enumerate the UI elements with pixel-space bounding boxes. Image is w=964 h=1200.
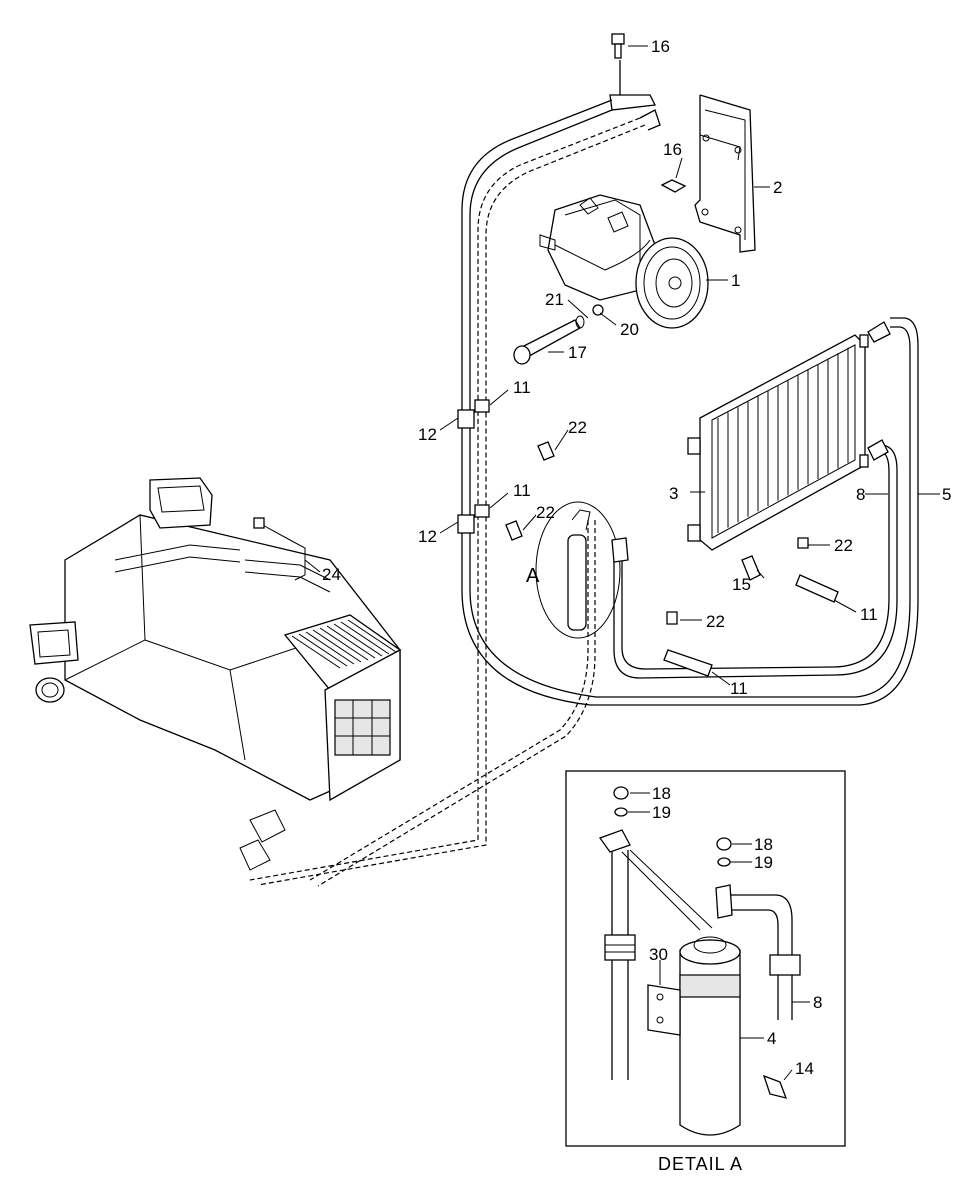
label-12-upper: 12 [418,425,437,444]
label-21: 21 [545,290,564,309]
leader-lines [304,45,940,1081]
label-8-detail: 8 [813,993,822,1012]
detail-a-caption: DETAIL A [658,1154,743,1174]
label-1: 1 [731,271,740,290]
label-11-lower: 11 [730,679,748,698]
label-22-lower: 22 [706,612,725,631]
grille-slat [319,627,369,661]
label-11-right: 11 [860,605,878,624]
label-5: 5 [942,485,951,504]
receiver-drier-main [535,501,629,639]
condenser [687,321,891,551]
hvac-grille [291,619,397,669]
label-17: 17 [568,343,587,362]
label-12-lower: 12 [418,527,437,546]
label-19-left: 19 [652,803,671,822]
grille-slat [340,621,390,655]
label-11-middle: 11 [513,481,531,500]
label-22-middle: 22 [536,503,555,522]
label-3: 3 [669,484,678,503]
grille-slat [305,631,355,665]
clamps [457,399,839,677]
label-22-right: 22 [834,536,853,555]
detail-a-panel [565,770,846,1147]
label-30: 30 [649,945,668,964]
detail-a-marker: A [526,565,540,587]
label-20: 20 [620,320,639,339]
grille-slat [347,619,397,653]
grille-slat [333,623,383,657]
label-18-left: 18 [652,784,671,803]
label-24: 24 [322,565,341,584]
grille-slat [298,633,348,667]
grille-slat [291,635,341,669]
label-11-upper: 11 [513,378,531,397]
compressor-bracket [694,94,756,253]
label-15: 15 [732,575,751,594]
label-8: 8 [856,485,865,504]
grille-slat [326,625,376,659]
refrigerant-lines [249,60,919,887]
label-16-bracket: 16 [663,140,682,159]
bolts [505,33,809,625]
label-16-top: 16 [651,37,670,56]
label-2: 2 [773,178,782,197]
label-4: 4 [767,1029,776,1048]
label-22-upper: 22 [568,418,587,437]
grille-slat [312,629,362,663]
compressor [539,194,709,329]
label-18-right: 18 [754,835,773,854]
part-labels: 16 16 2 1 21 20 17 11 12 22 11 12 22 3 8… [322,37,951,1174]
condenser-fins [717,347,849,533]
label-19-right: 19 [754,853,773,872]
hvac-evaporator-unit [29,477,402,871]
label-14: 14 [795,1059,814,1078]
